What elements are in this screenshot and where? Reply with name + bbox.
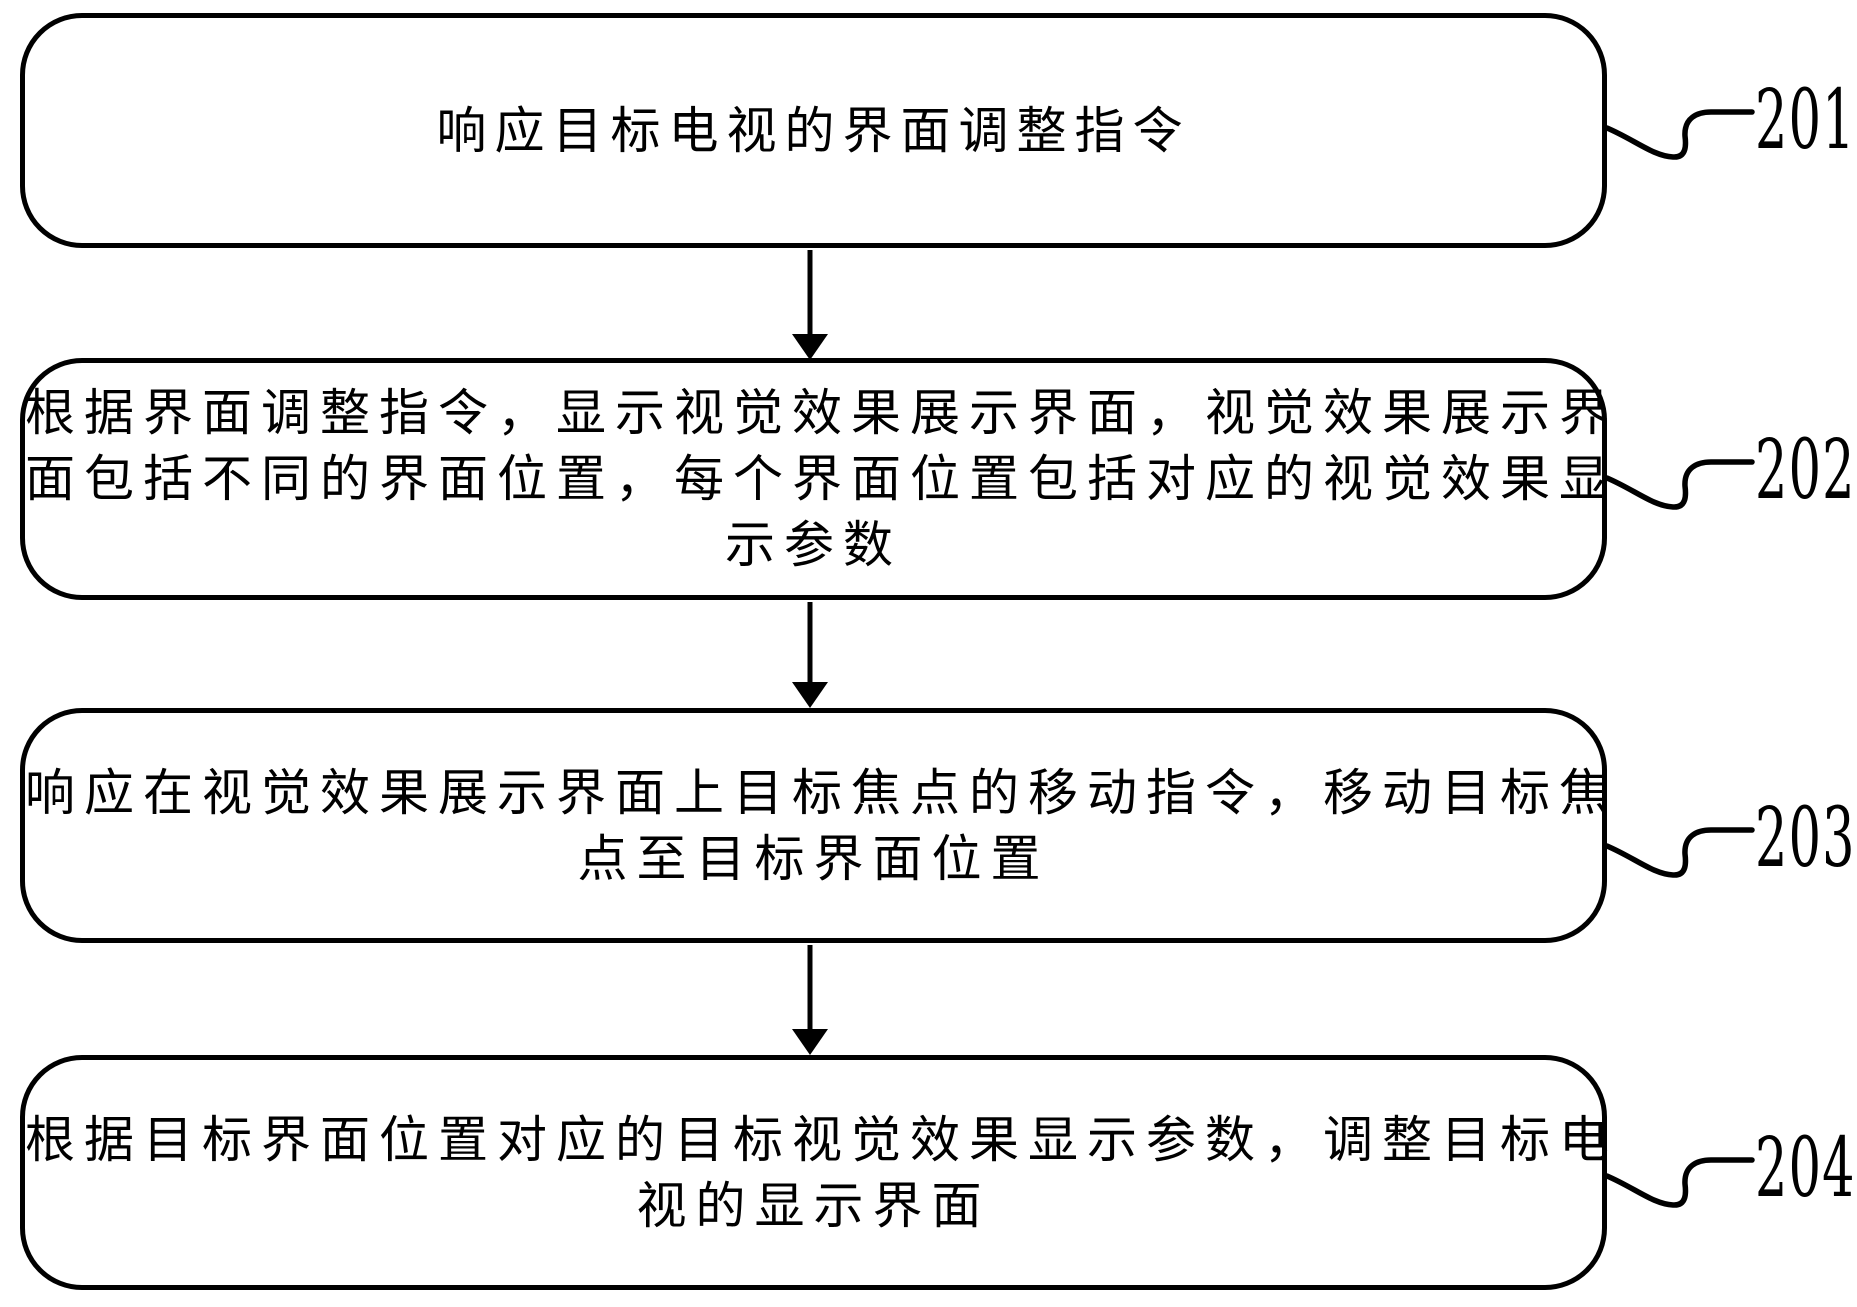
step-box-203: 响应在视觉效果展示界面上目标焦点的移动指令，移动目标焦 点至目标界面位置 xyxy=(20,708,1618,943)
step-box-202: 根据界面调整指令，显示视觉效果展示界面，视觉效果展示界 面包括不同的界面位置，每… xyxy=(20,358,1618,600)
ref-connector-squiggle-icon xyxy=(1605,1157,1755,1208)
step-203-text: 响应在视觉效果展示界面上目标焦点的移动指令，移动目标焦 点至目标界面位置 xyxy=(25,760,1618,892)
step-text-line: 响应在视觉效果展示界面上目标焦点的移动指令，移动目标焦 xyxy=(25,763,1618,822)
ref-number: 201 xyxy=(1755,73,1856,168)
step-text-line: 示参数 xyxy=(725,516,902,574)
flow-arrow xyxy=(790,250,830,360)
flow-arrow xyxy=(790,602,830,708)
step-204-text: 根据目标界面位置对应的目标视觉效果显示参数，调整目标电 视的显示界面 xyxy=(25,1107,1618,1239)
step-202-text: 根据界面调整指令，显示视觉效果展示界面，视觉效果展示界 面包括不同的界面位置，每… xyxy=(25,380,1618,578)
ref-number: 204 xyxy=(1755,1121,1856,1216)
step-text-line: 面包括不同的界面位置，每个界面位置包括对应的视觉效果显 xyxy=(25,450,1618,508)
arrow-head-icon xyxy=(792,334,828,360)
step-text-line: 点至目标界面位置 xyxy=(577,829,1050,888)
ref-number: 203 xyxy=(1755,791,1856,886)
ref-connector-squiggle-icon xyxy=(1605,459,1755,510)
ref-number: 202 xyxy=(1755,423,1856,518)
step-text-line: 视的显示界面 xyxy=(636,1176,991,1235)
step-text-line: 根据目标界面位置对应的目标视觉效果显示参数，调整目标电 xyxy=(25,1110,1618,1169)
arrow-head-icon xyxy=(792,682,828,708)
ref-connector-squiggle-icon xyxy=(1605,827,1755,878)
arrow-shaft xyxy=(807,602,813,686)
ref-label-204: 204 xyxy=(1605,1128,1857,1218)
step-box-204: 根据目标界面位置对应的目标视觉效果显示参数，调整目标电 视的显示界面 xyxy=(20,1055,1618,1290)
arrow-shaft xyxy=(807,250,813,338)
step-201-text: 响应目标电视的界面调整指令 xyxy=(25,98,1602,164)
step-box-201: 响应目标电视的界面调整指令 xyxy=(20,13,1607,248)
arrow-head-icon xyxy=(792,1029,828,1055)
step-text-line: 根据界面调整指令，显示视觉效果展示界面，视觉效果展示界 xyxy=(25,384,1618,442)
ref-connector-squiggle-icon xyxy=(1605,109,1755,160)
step-text-line: 响应目标电视的界面调整指令 xyxy=(436,101,1191,160)
ref-label-203: 203 xyxy=(1605,798,1857,888)
flow-arrow xyxy=(790,945,830,1055)
arrow-shaft xyxy=(807,945,813,1033)
ref-label-202: 202 xyxy=(1605,430,1857,520)
ref-label-201: 201 xyxy=(1605,80,1857,170)
